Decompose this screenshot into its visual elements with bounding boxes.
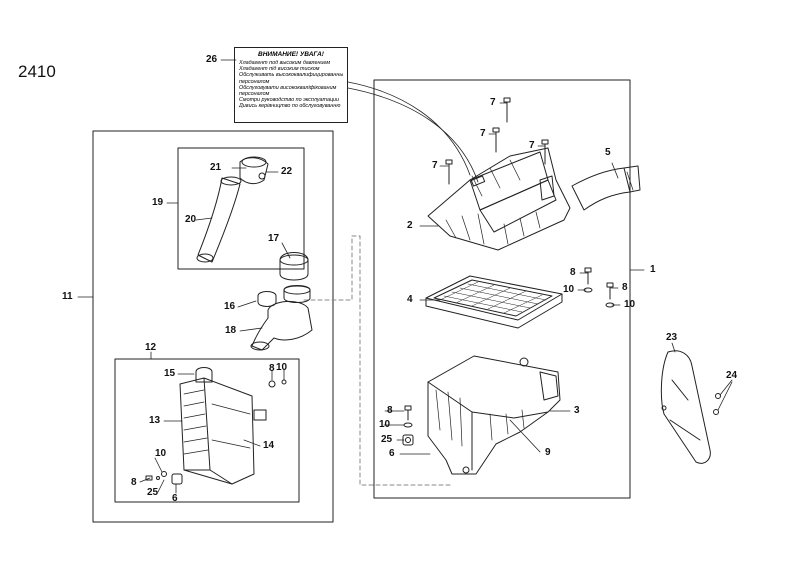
callout-9: 9 <box>545 447 551 458</box>
callout-18: 18 <box>225 325 237 336</box>
warning-line: персоналом <box>239 91 270 98</box>
callout-12: 12 <box>145 342 157 353</box>
callout-21: 21 <box>210 162 222 173</box>
callout-1: 1 <box>650 264 656 275</box>
callout-5: 5 <box>605 147 611 158</box>
air-duct <box>571 165 641 211</box>
callout-14: 14 <box>263 440 275 451</box>
callout-8: 8 <box>269 363 275 374</box>
callout-6: 6 <box>172 493 178 504</box>
callout-10: 10 <box>155 448 167 459</box>
callout-10: 10 <box>379 419 391 430</box>
air-filter-element <box>425 275 563 329</box>
callout-16: 16 <box>224 301 236 312</box>
callout-4: 4 <box>407 294 413 305</box>
intake-assembly-frame <box>92 130 334 523</box>
warning-line: Хладагент под высоким давлением <box>239 60 331 66</box>
bolts-and-washers <box>402 267 615 446</box>
callout-8: 8 <box>131 477 137 488</box>
callout-23: 23 <box>666 332 678 343</box>
warning-line: Обслуживать высококвалифицированным <box>239 72 343 79</box>
callout-8: 8 <box>387 405 393 416</box>
diagram-number: 2410 <box>18 62 56 81</box>
callout-7: 7 <box>480 128 486 139</box>
warning-title: ВНИМАНИЕ! УВАГА! <box>258 51 324 58</box>
callout-10: 10 <box>624 299 636 310</box>
callout-19: 19 <box>152 197 164 208</box>
callout-13: 13 <box>149 415 161 426</box>
warning-line: Обслуговувати висококваліфікованим <box>239 84 337 91</box>
dashed-connection <box>303 235 453 486</box>
callout-2: 2 <box>407 220 413 231</box>
leader-lines <box>77 59 733 494</box>
intake-elbow <box>250 252 313 351</box>
warning-line: Дивись керівництво по обслуговуванню <box>239 103 341 110</box>
callout-10: 10 <box>276 362 288 373</box>
callout-25: 25 <box>381 434 393 445</box>
resonator <box>145 367 287 485</box>
callout-7: 7 <box>432 160 438 171</box>
callout-8: 8 <box>570 267 576 278</box>
warning-line: персоналом <box>239 78 270 85</box>
mounting-bracket <box>660 350 721 464</box>
warning-line: Смотри руководство по эксплуатации <box>239 97 340 104</box>
callout-24: 24 <box>726 370 738 381</box>
intake-hose <box>196 156 269 263</box>
callout-7: 7 <box>490 97 496 108</box>
callout-26: 26 <box>206 54 218 65</box>
callout-25: 25 <box>147 487 159 498</box>
air-filter-assembly-frame <box>373 79 631 499</box>
callout-10: 10 <box>563 284 575 295</box>
callout-17: 17 <box>268 233 280 244</box>
callout-22: 22 <box>281 166 293 177</box>
air-filter-housing <box>427 355 561 475</box>
intake-hose-frame <box>177 147 305 270</box>
warning-line: Хладагент під високим тиском <box>239 66 320 73</box>
callout-3: 3 <box>574 405 580 416</box>
air-filter-cover <box>427 147 571 251</box>
warning-label: ВНИМАНИЕ! УВАГА! Хладагент под высоким д… <box>234 47 348 123</box>
callout-8: 8 <box>622 282 628 293</box>
callout-15: 15 <box>164 368 176 379</box>
resonator-frame <box>114 358 300 503</box>
callout-7: 7 <box>529 140 535 151</box>
callout-20: 20 <box>185 214 197 225</box>
callout-6: 6 <box>389 448 395 459</box>
callout-11: 11 <box>62 291 73 302</box>
screws <box>445 97 549 185</box>
